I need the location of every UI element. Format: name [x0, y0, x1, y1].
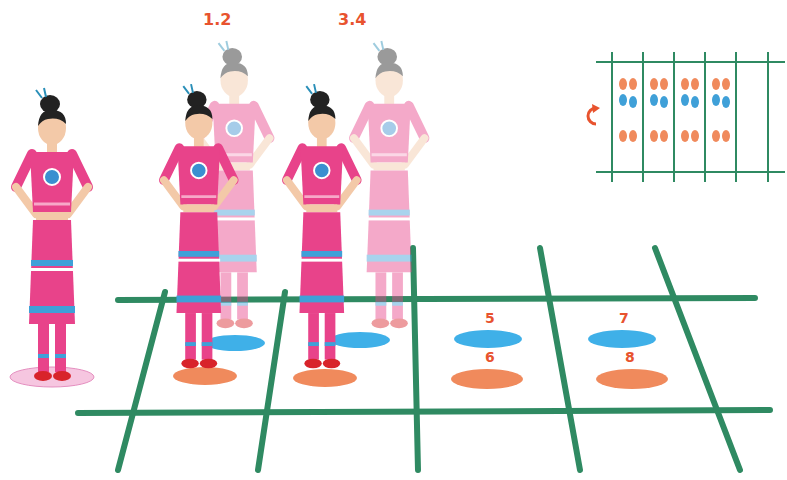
orange-step-spots — [173, 367, 668, 389]
step-number: 6 — [485, 350, 495, 364]
step-number: 8 — [625, 350, 635, 364]
start-spot — [10, 367, 94, 387]
step-number: 7 — [619, 311, 629, 325]
step-number: 5 — [485, 311, 495, 325]
step-number: 1.2 — [203, 12, 231, 28]
inset-step-diagram — [588, 52, 785, 182]
step-number: 3.4 — [338, 12, 366, 28]
blue-step-spots — [205, 330, 656, 351]
dancer-figures — [16, 41, 424, 381]
